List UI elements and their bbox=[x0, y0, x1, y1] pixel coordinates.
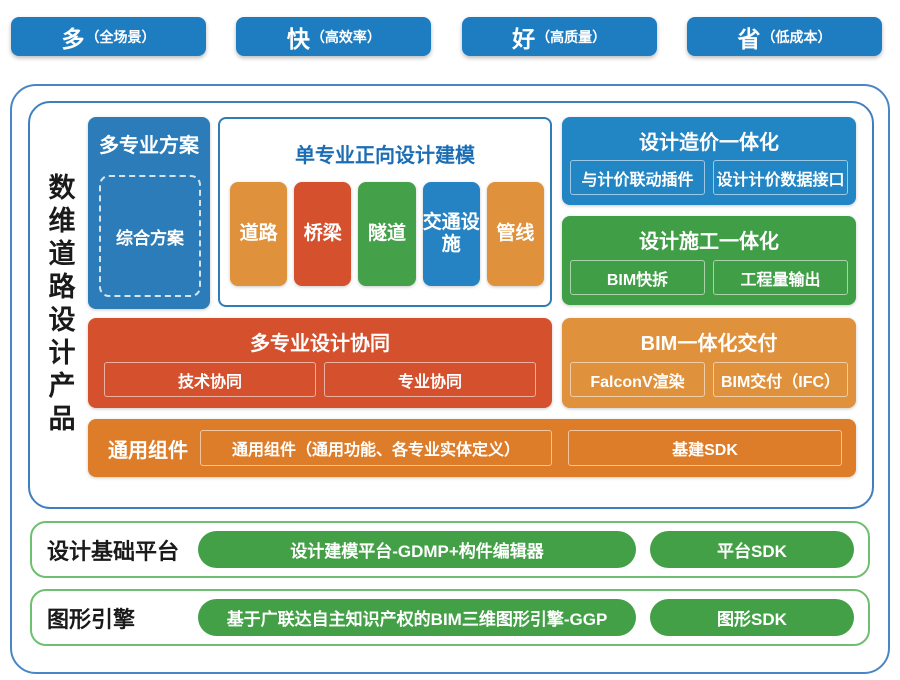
cost-data-interface-box: 设计计价数据接口 bbox=[713, 160, 848, 195]
infrastructure-sdk-box: 基建SDK bbox=[568, 430, 842, 466]
badge-low-cost: 省 （低成本） bbox=[686, 17, 882, 56]
badge-high-efficiency: 快 （高效率） bbox=[236, 17, 432, 56]
single-discipline-modeling-panel: 单专业正向设计建模 道路 桥梁 隧道 交通设施 管线 bbox=[218, 117, 552, 307]
discipline-collaboration-box: 专业协同 bbox=[324, 362, 536, 397]
badge-main-text: 好 bbox=[512, 25, 536, 52]
ggp-engine-pill: 基于广联达自主知识产权的BIM三维图形引擎-GGP bbox=[198, 599, 636, 636]
panel-title: 单专业正向设计建模 bbox=[295, 145, 475, 167]
panel-title: 设计造价一体化 bbox=[639, 132, 779, 154]
graphics-engine-row: 图形引擎 基于广联达自主知识产权的BIM三维图形引擎-GGP 图形SDK bbox=[30, 589, 870, 646]
design-cost-integration-panel: 设计造价一体化 与计价联动插件 设计计价数据接口 bbox=[562, 117, 856, 205]
badge-main-text: 省 bbox=[737, 25, 761, 52]
badge-sub-text: （全场景） bbox=[85, 28, 156, 45]
panel-title: 设计施工一体化 bbox=[639, 231, 779, 253]
common-components-box: 通用组件（通用功能、各专业实体定义） bbox=[200, 430, 552, 466]
badge-sub-text: （高质量） bbox=[536, 28, 607, 45]
design-construction-integration-panel: 设计施工一体化 BIM快拆 工程量输出 bbox=[562, 216, 856, 305]
sub-item-row: FalconV渲染 BIM交付（IFC） bbox=[562, 362, 856, 397]
bim-integrated-delivery-panel: BIM一体化交付 FalconV渲染 BIM交付（IFC） bbox=[562, 318, 856, 408]
bim-ifc-delivery-box: BIM交付（IFC） bbox=[713, 362, 848, 397]
chip-bridge: 桥梁 bbox=[294, 182, 352, 286]
comprehensive-scheme-box: 综合方案 bbox=[99, 175, 201, 297]
common-components-label: 通用组件 bbox=[108, 439, 188, 462]
chip-pipeline: 管线 bbox=[486, 182, 545, 286]
discipline-chip-row: 道路 桥梁 隧道 交通设施 管线 bbox=[230, 182, 545, 286]
graphics-sdk-pill: 图形SDK bbox=[650, 599, 854, 636]
chip-traffic-facilities: 交通设施 bbox=[422, 182, 480, 286]
sub-item-row: BIM快拆 工程量输出 bbox=[562, 260, 856, 295]
badge-high-quality: 好 （高质量） bbox=[461, 17, 657, 56]
gdmp-platform-pill: 设计建模平台-GDMP+构件编辑器 bbox=[198, 531, 636, 568]
sub-item-row: 与计价联动插件 设计计价数据接口 bbox=[562, 160, 856, 195]
product-vertical-title: 数维道路设计产品 bbox=[44, 173, 75, 437]
multi-discipline-scheme-panel: 多专业方案 综合方案 bbox=[88, 117, 210, 309]
technical-collaboration-box: 技术协同 bbox=[104, 362, 316, 397]
sub-item-row: 技术协同 专业协同 bbox=[88, 362, 552, 397]
common-components-bar: 通用组件 通用组件（通用功能、各专业实体定义） 基建SDK bbox=[88, 419, 856, 477]
kpi-badge-row: 多 （全场景） 快 （高效率） 好 （高质量） 省 （低成本） bbox=[11, 17, 882, 56]
panel-title: 多专业设计协同 bbox=[250, 333, 390, 355]
panel-title: BIM一体化交付 bbox=[640, 333, 778, 355]
chip-road: 道路 bbox=[230, 182, 288, 286]
panel-title: 多专业方案 bbox=[99, 135, 199, 157]
product-suite-container bbox=[10, 84, 890, 674]
quantity-output-box: 工程量输出 bbox=[713, 260, 848, 295]
chip-tunnel: 隧道 bbox=[358, 182, 416, 286]
design-platform-label: 设计基础平台 bbox=[47, 538, 180, 564]
cost-linkage-plugin-box: 与计价联动插件 bbox=[570, 160, 705, 195]
badge-sub-text: （高效率） bbox=[310, 28, 381, 45]
badge-main-text: 快 bbox=[286, 25, 310, 52]
design-platform-row: 设计基础平台 设计建模平台-GDMP+构件编辑器 平台SDK bbox=[30, 521, 870, 578]
badge-main-text: 多 bbox=[61, 25, 85, 52]
badge-sub-text: （低成本） bbox=[761, 28, 832, 45]
multi-discipline-collaboration-panel: 多专业设计协同 技术协同 专业协同 bbox=[88, 318, 552, 408]
bim-quick-breakdown-box: BIM快拆 bbox=[570, 260, 705, 295]
badge-multi-scenario: 多 （全场景） bbox=[11, 17, 206, 56]
product-area-container bbox=[28, 101, 874, 509]
falconv-rendering-box: FalconV渲染 bbox=[570, 362, 705, 397]
graphics-engine-label: 图形引擎 bbox=[47, 606, 136, 632]
platform-sdk-pill: 平台SDK bbox=[650, 531, 854, 568]
